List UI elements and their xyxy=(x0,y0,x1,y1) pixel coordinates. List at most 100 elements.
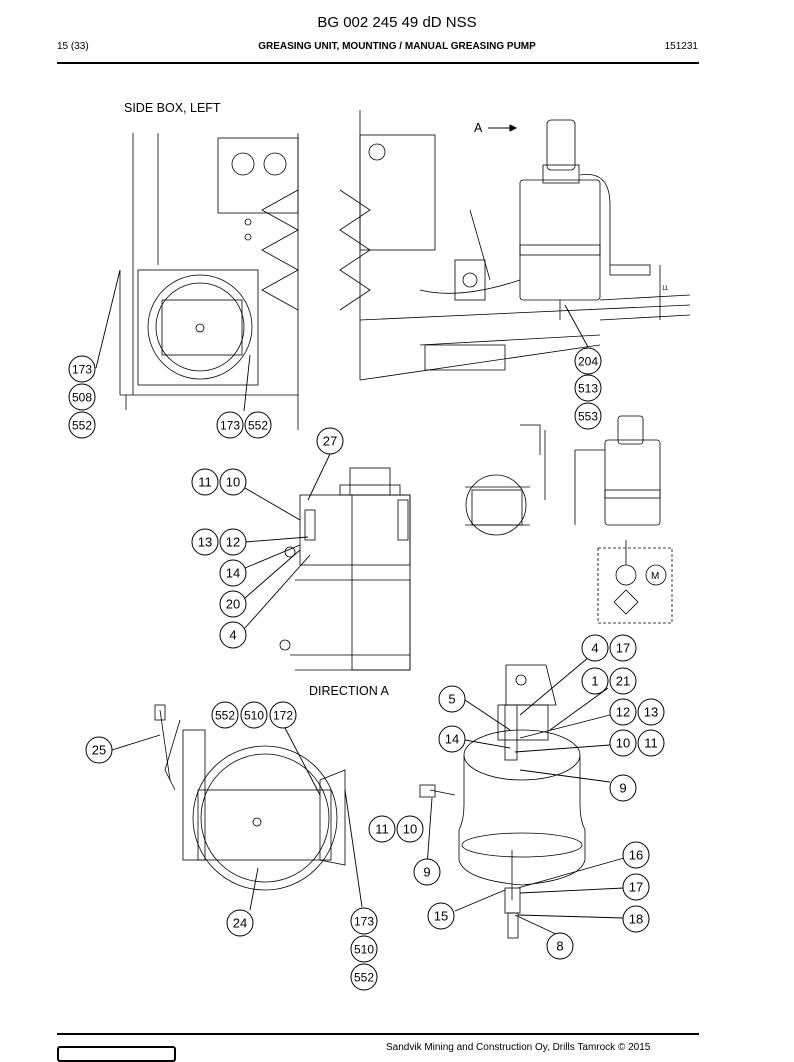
svg-text:25: 25 xyxy=(92,743,106,758)
callout-10: 10 xyxy=(609,729,637,757)
svg-text:13: 13 xyxy=(198,535,212,550)
callout-11: 11 xyxy=(637,729,665,757)
callout-17: 17 xyxy=(622,873,650,901)
svg-text:18: 18 xyxy=(629,912,643,927)
svg-text:11: 11 xyxy=(375,822,389,837)
svg-text:15: 15 xyxy=(434,909,448,924)
svg-text:27: 27 xyxy=(323,434,337,449)
callout-13: 13 xyxy=(191,528,219,556)
svg-text:552: 552 xyxy=(72,419,92,433)
callout-510: 510 xyxy=(350,935,378,963)
direction-label: DIRECTION A xyxy=(309,684,389,698)
callout-27: 27 xyxy=(316,427,344,455)
callout-14: 14 xyxy=(219,559,247,587)
callout-17: 17 xyxy=(609,634,637,662)
svg-text:9: 9 xyxy=(423,865,430,880)
svg-text:10: 10 xyxy=(226,475,240,490)
callout-13: 13 xyxy=(637,698,665,726)
svg-text:513: 513 xyxy=(578,382,598,396)
callout-9: 9 xyxy=(413,858,441,886)
view-arrow-label: A xyxy=(474,121,483,135)
svg-text:510: 510 xyxy=(354,943,374,957)
callout-172: 172 xyxy=(269,701,297,729)
svg-text:16: 16 xyxy=(629,848,643,863)
svg-text:14: 14 xyxy=(226,566,240,581)
callout-14: 14 xyxy=(438,725,466,753)
callout-173: 173 xyxy=(68,355,96,383)
callout-9: 9 xyxy=(609,774,637,802)
svg-text:11: 11 xyxy=(198,475,212,490)
svg-text:12: 12 xyxy=(616,705,630,720)
leader-lines xyxy=(95,269,625,936)
page-number: 15 (33) xyxy=(57,41,89,52)
callout-552: 552 xyxy=(68,411,96,439)
company-logo xyxy=(57,1046,176,1062)
document-code: 151231 xyxy=(664,41,698,52)
footer-rule xyxy=(57,1033,699,1035)
callout-10: 10 xyxy=(219,468,247,496)
svg-text:173: 173 xyxy=(354,915,374,929)
svg-text:8: 8 xyxy=(556,939,563,954)
svg-text:553: 553 xyxy=(578,410,598,424)
svg-text:508: 508 xyxy=(72,391,92,405)
callout-552: 552 xyxy=(211,701,239,729)
callout-1: 1 xyxy=(581,667,609,695)
callout-4: 4 xyxy=(581,634,609,662)
svg-text:552: 552 xyxy=(248,419,268,433)
callout-11: 11 xyxy=(368,815,396,843)
document-title: BG 002 245 49 dD NSS xyxy=(317,14,477,31)
view-arrow-icon xyxy=(488,124,518,132)
section-title: GREASING UNIT, MOUNTING / MANUAL GREASIN… xyxy=(258,41,536,52)
callout-15: 15 xyxy=(427,902,455,930)
side-box-label: SIDE BOX, LEFT xyxy=(124,101,221,115)
callout-552: 552 xyxy=(244,411,272,439)
callout-553: 553 xyxy=(574,402,602,430)
svg-text:1: 1 xyxy=(591,674,598,689)
callout-18: 18 xyxy=(622,905,650,933)
callout-5: 5 xyxy=(438,685,466,713)
svg-text:11: 11 xyxy=(644,736,658,751)
hydraulic-schematic xyxy=(465,415,673,624)
callout-510: 510 xyxy=(240,701,268,729)
svg-text:17: 17 xyxy=(616,641,630,656)
callout-10: 10 xyxy=(396,815,424,843)
svg-text:510: 510 xyxy=(244,709,264,723)
svg-text:14: 14 xyxy=(445,732,459,747)
callout-24: 24 xyxy=(226,909,254,937)
svg-text:24: 24 xyxy=(233,916,247,931)
callout-16: 16 xyxy=(622,841,650,869)
callout-11: 11 xyxy=(191,468,219,496)
svg-text:10: 10 xyxy=(616,736,630,751)
callout-508: 508 xyxy=(68,383,96,411)
callout-12: 12 xyxy=(219,528,247,556)
footer-copyright: Sandvik Mining and Construction Oy, Dril… xyxy=(386,1042,651,1053)
svg-text:173: 173 xyxy=(220,419,240,433)
callout-552: 552 xyxy=(350,963,378,991)
callout-173: 173 xyxy=(350,907,378,935)
fitting-detail-drawing xyxy=(279,467,411,671)
svg-text:9: 9 xyxy=(619,781,626,796)
svg-text:552: 552 xyxy=(354,971,374,985)
svg-text:204: 204 xyxy=(578,355,598,369)
pump-assembly-drawing xyxy=(419,664,586,939)
svg-text:10: 10 xyxy=(403,822,417,837)
callout-4: 4 xyxy=(219,621,247,649)
callout-20: 20 xyxy=(219,590,247,618)
callout-21: 21 xyxy=(609,667,637,695)
callout-204: 204 xyxy=(574,347,602,375)
svg-text:4: 4 xyxy=(591,641,598,656)
svg-text:20: 20 xyxy=(226,597,240,612)
motor-symbol: M xyxy=(651,571,659,582)
callout-25: 25 xyxy=(85,736,113,764)
side-box-drawing xyxy=(119,110,691,430)
svg-text:173: 173 xyxy=(72,363,92,377)
callout-8: 8 xyxy=(546,932,574,960)
header-rule xyxy=(57,62,699,64)
svg-text:21: 21 xyxy=(616,674,630,689)
svg-text:172: 172 xyxy=(273,709,293,723)
svg-text:5: 5 xyxy=(448,692,455,707)
svg-text:552: 552 xyxy=(215,709,235,723)
svg-text:12: 12 xyxy=(226,535,240,550)
